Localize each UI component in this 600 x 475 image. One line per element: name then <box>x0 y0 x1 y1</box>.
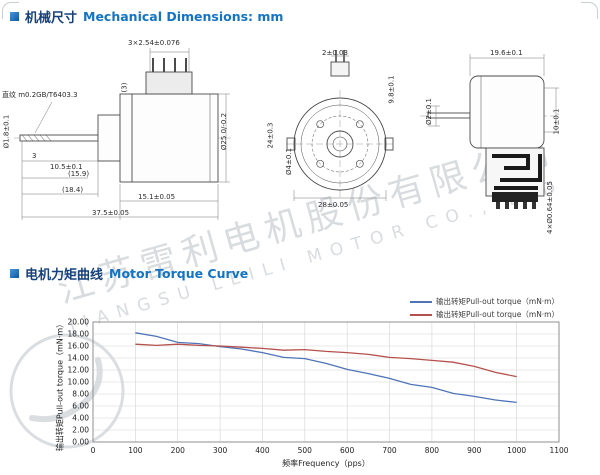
dimension-label: 37.5±0.05 <box>92 209 130 217</box>
legend-label: 输出转矩Pull-out torque（mN·m） <box>435 310 559 319</box>
dimension-label: 2±0.03 <box>322 49 348 57</box>
mechanical-drawing-svg <box>14 48 560 220</box>
watermark-logo <box>9 333 125 449</box>
dimension-label: 28±0.05 <box>318 201 349 209</box>
dimension-label: Ø4±0.1 <box>284 148 293 175</box>
svg-text:1000: 1000 <box>507 446 526 455</box>
svg-text:16.00: 16.00 <box>68 342 90 351</box>
svg-text:400: 400 <box>255 446 270 455</box>
dimension-label: 24±0.3 <box>266 122 275 149</box>
dimension-label: 15.1±0.05 <box>138 193 176 201</box>
dimension-label: (15.9) <box>68 170 90 178</box>
svg-text:6.00: 6.00 <box>72 402 89 411</box>
section-bullet-icon <box>10 269 19 278</box>
torque-chart-svg: 0.00 2.00 4.00 6.00 8.00 10.00 12.00 14.00 16.00… <box>68 318 569 455</box>
svg-text:1100: 1100 <box>549 446 568 455</box>
svg-text:20.00: 20.00 <box>68 318 90 327</box>
dimension-label: 3×2.54±0.076 <box>128 39 180 47</box>
svg-text:700: 700 <box>382 446 397 455</box>
torque-chart: 输出转矩Pull-out torque（mN·m） 输出转矩Pull-out t… <box>45 296 569 474</box>
dimension-label: 直纹 m0.2GB/T6403.3 <box>2 91 78 99</box>
section-header-torque: 电机力矩曲线 Motor Torque Curve <box>10 264 248 283</box>
page-corner-topleft <box>2 2 19 19</box>
x-axis-label: 频率Frequency（pps） <box>282 459 370 468</box>
svg-text:2.00: 2.00 <box>72 426 89 435</box>
svg-text:8.00: 8.00 <box>72 390 89 399</box>
chart-legend: 输出转矩Pull-out torque（mN·m） 输出转矩Pull-out t… <box>409 296 559 320</box>
dimension-label: Ø25 0/-0.2 <box>220 112 229 151</box>
svg-text:12.00: 12.00 <box>68 366 90 375</box>
dimension-label: 10±0.1 <box>552 108 561 135</box>
svg-text:4.00: 4.00 <box>72 414 89 423</box>
svg-text:200: 200 <box>171 446 186 455</box>
svg-text:0.00: 0.00 <box>72 438 89 447</box>
page-corner-topright <box>581 2 598 19</box>
svg-text:0: 0 <box>91 446 96 455</box>
dimension-label: (18.4) <box>62 186 84 194</box>
section-title-zh: 机械尺寸 <box>25 11 78 26</box>
svg-text:100: 100 <box>128 446 143 455</box>
svg-text:18.00: 18.00 <box>68 330 90 339</box>
section-title-en: Motor Torque Curve <box>109 266 249 281</box>
legend-line-blue-icon <box>409 300 432 303</box>
dimension-label: 4×Ø0.64±0.05 <box>545 181 554 234</box>
section-title-en: Mechanical Dimensions: mm <box>83 9 284 24</box>
dimension-label: Ø1.8±0.1 <box>2 114 11 149</box>
svg-text:14.00: 14.00 <box>68 354 90 363</box>
legend-item-blue: 输出转矩Pull-out torque（mN·m） <box>409 296 559 307</box>
side-view <box>14 48 234 220</box>
legend-label: 输出转矩Pull-out torque（mN·m） <box>435 297 559 306</box>
svg-text:300: 300 <box>213 446 228 455</box>
front-view <box>286 50 394 201</box>
svg-text:800: 800 <box>425 446 440 455</box>
legend-item-red: 输出转矩Pull-out torque（mN·m） <box>409 309 559 320</box>
dimension-label: 3 <box>32 152 37 160</box>
section-title-zh: 电机力矩曲线 <box>25 268 104 283</box>
svg-text:500: 500 <box>298 446 313 455</box>
section-header-mechanical: 机械尺寸 Mechanical Dimensions: mm <box>10 7 283 26</box>
dimension-label: Ø2±0.1 <box>424 98 433 125</box>
legend-line-red-icon <box>409 313 432 316</box>
svg-text:10.00: 10.00 <box>68 378 90 387</box>
dimension-label: 9.8±0.1 <box>387 75 396 104</box>
dimension-label: (3) <box>120 82 129 93</box>
dimension-label: 19.6±0.1 <box>490 49 523 57</box>
svg-text:900: 900 <box>467 446 482 455</box>
connector-view <box>420 54 560 209</box>
dimension-label: 10.5±0.1 <box>50 163 83 171</box>
svg-text:600: 600 <box>340 446 355 455</box>
